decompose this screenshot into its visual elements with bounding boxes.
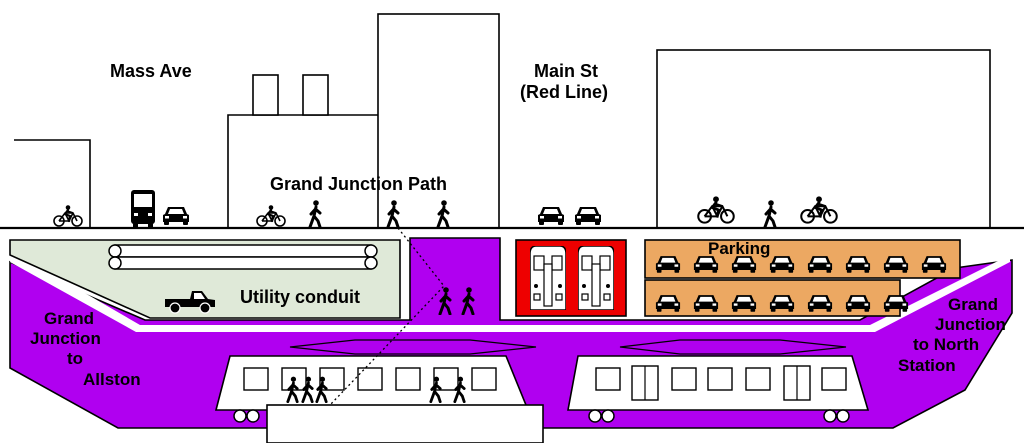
chimney-right bbox=[302, 74, 329, 116]
wheel bbox=[233, 409, 247, 423]
label-utility-conduit: Utility conduit bbox=[240, 287, 360, 307]
label-right-tunnel-4: Station bbox=[898, 356, 956, 375]
label-parking: Parking bbox=[708, 239, 770, 258]
car-icon bbox=[163, 207, 189, 225]
parking-level-upper bbox=[644, 239, 961, 279]
train-window bbox=[395, 367, 421, 391]
label-left-tunnel-1: Grand bbox=[44, 309, 94, 328]
label-right-tunnel-2: Junction bbox=[935, 315, 1006, 334]
train-window bbox=[707, 367, 733, 391]
train-right bbox=[567, 355, 870, 423]
pedestrian-icon bbox=[308, 200, 322, 228]
building-left bbox=[14, 139, 91, 228]
pipe-icon bbox=[108, 244, 378, 258]
pipes bbox=[108, 244, 378, 270]
building-tower bbox=[377, 13, 500, 229]
label-left-tunnel-3: to bbox=[67, 349, 83, 368]
bicycle-icon bbox=[256, 205, 286, 227]
train-window bbox=[243, 367, 269, 391]
label-right-tunnel-1: Grand bbox=[948, 295, 998, 314]
wheel bbox=[588, 409, 602, 423]
label-left-tunnel-4: Allston bbox=[83, 370, 141, 389]
label-grand-junction-path: Grand Junction Path bbox=[270, 174, 447, 194]
bus-icon bbox=[131, 190, 155, 228]
pipe-icon bbox=[108, 256, 378, 270]
train-window bbox=[471, 367, 497, 391]
building-right bbox=[656, 49, 991, 229]
label-main-st: Main St bbox=[534, 61, 598, 81]
car-icon bbox=[538, 207, 564, 225]
train-window bbox=[671, 367, 697, 391]
wheel bbox=[246, 409, 260, 423]
wheel bbox=[601, 409, 615, 423]
buildings bbox=[14, 13, 991, 229]
train-car-icon bbox=[530, 246, 566, 310]
track-marker-left bbox=[289, 339, 537, 355]
wheel bbox=[823, 409, 837, 423]
train-car-icon bbox=[578, 246, 614, 310]
train-window bbox=[821, 367, 847, 391]
platform bbox=[266, 404, 544, 443]
wheel bbox=[836, 409, 850, 423]
label-red-line: (Red Line) bbox=[520, 82, 608, 102]
label-right-tunnel-3: to North bbox=[913, 335, 979, 354]
train-window bbox=[357, 367, 383, 391]
bicycle-icon bbox=[53, 205, 83, 227]
train-window bbox=[595, 367, 621, 391]
label-left-tunnel-2: Junction bbox=[30, 329, 101, 348]
label-mass-ave: Mass Ave bbox=[110, 61, 192, 81]
building-center bbox=[227, 114, 378, 228]
train-window bbox=[745, 367, 771, 391]
chimney-left bbox=[252, 74, 279, 116]
car-icon bbox=[575, 207, 601, 225]
track-marker-right bbox=[619, 339, 847, 355]
